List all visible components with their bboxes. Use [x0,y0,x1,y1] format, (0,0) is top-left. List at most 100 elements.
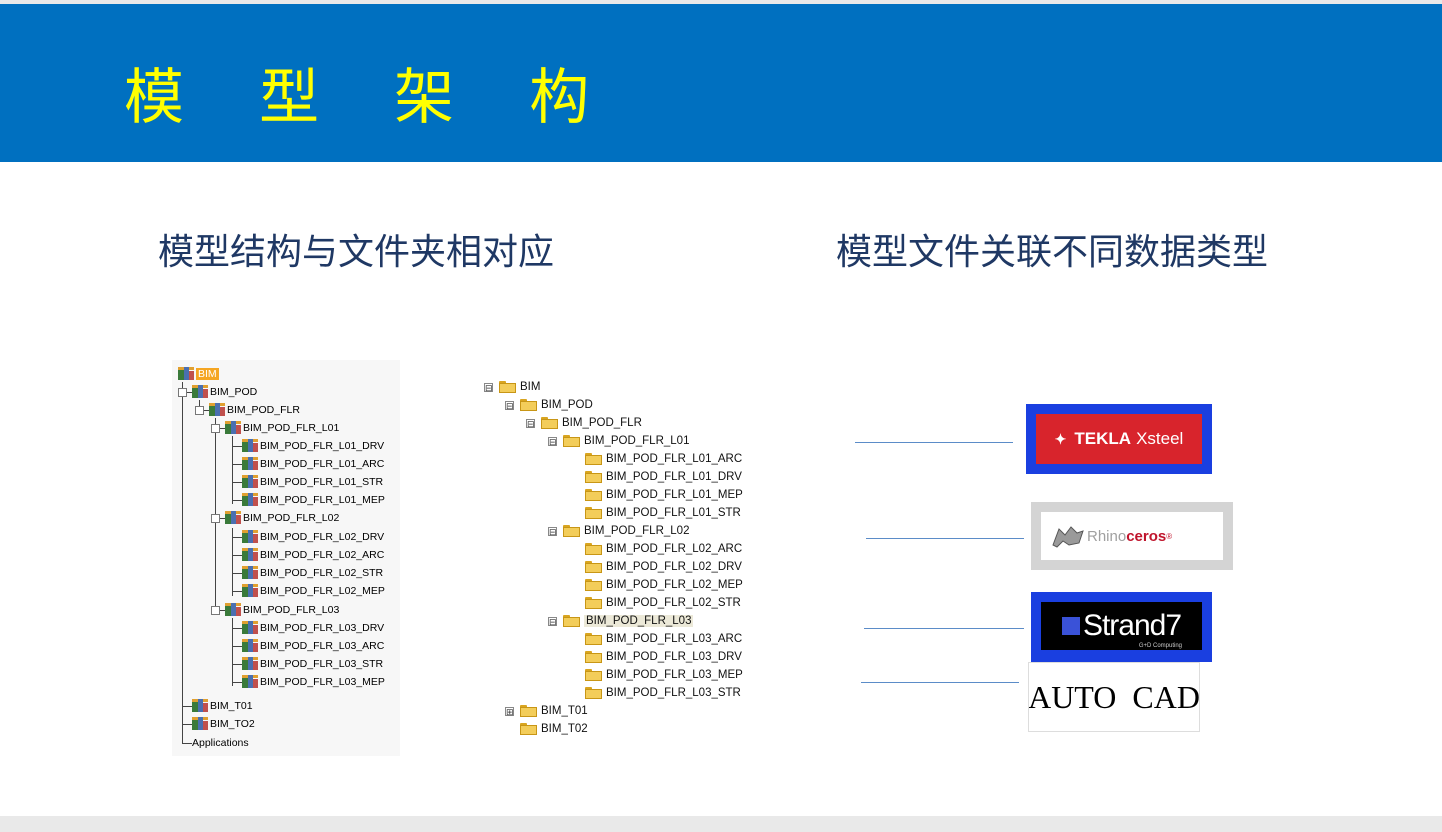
folder-icon [585,489,602,501]
folder-icon [520,705,537,717]
tree-item[interactable]: BIM_POD_FLR_L01 [225,419,339,437]
tree-item-label: BIM_POD_FLR_L03_STR [260,658,384,670]
product-icon [242,657,258,671]
tree-item[interactable]: BIM_TO2 [192,715,255,733]
product-icon [242,475,258,489]
tree-item[interactable]: BIM_POD_FLR_L03_STR [242,655,383,673]
product-icon [242,566,258,580]
tree-item[interactable]: BIM_POD_FLR_L02_MEP [242,582,385,600]
collapse-toggle[interactable]: ⊟ [548,436,557,447]
folder-item[interactable]: BIM_POD_FLR_L02_MEP [585,576,743,594]
folder-item[interactable]: BIM_POD_FLR_L03_ARC [585,630,742,648]
folder-item[interactable]: BIM_POD_FLR_L01_DRV [585,468,742,486]
tree-item[interactable]: BIM_POD_FLR_L03_DRV [242,619,384,637]
folder-item[interactable]: BIM_T02 [520,720,588,738]
folder-item[interactable]: ⊟ BIM [484,378,540,396]
collapse-toggle[interactable] [211,514,220,523]
tree-item-bim-root[interactable]: BIM [178,365,219,383]
tree-item[interactable]: BIM_POD_FLR_L02_ARC [242,546,384,564]
product-icon [225,421,241,435]
tree-item[interactable]: BIM_POD_FLR_L01_STR [242,473,383,491]
folder-icon [585,669,602,681]
folder-item[interactable]: BIM_POD_FLR_L01_MEP [585,486,743,504]
folder-icon [585,597,602,609]
folder-label: BIM_POD_FLR_L01_STR [606,507,741,519]
tree-item-label: BIM_POD_FLR_L02_STR [260,567,384,579]
tree-item-label: BIM_POD_FLR_L01_DRV [260,440,385,452]
collapse-toggle[interactable] [195,406,204,415]
tree-item-label: BIM_POD_FLR_L02_ARC [260,549,385,561]
tree-item[interactable]: BIM_POD_FLR_L03_ARC [242,637,384,655]
tree-item[interactable]: BIM_POD_FLR_L02_DRV [242,528,384,546]
tree-item-label: BIM_POD_FLR_L01_STR [260,476,384,488]
collapse-toggle[interactable]: ⊟ [548,526,557,537]
product-icon [242,639,258,653]
tekla-brand-text: TEKLA [1074,429,1132,448]
folder-label: BIM_POD [541,399,593,411]
tree-item[interactable]: BIM_POD_FLR_L03_MEP [242,673,385,691]
folder-item[interactable]: ⊟ BIM_POD_FLR_L01 [548,432,689,450]
folder-icon [585,687,602,699]
tree-item-label: BIM_POD_FLR_L01_ARC [260,458,385,470]
folder-icon [585,453,602,465]
tree-item[interactable]: BIM_POD [192,383,257,401]
connector-line [855,442,1013,443]
folder-item[interactable]: ⊞ BIM_T01 [505,702,588,720]
tree-item-label: BIM_POD_FLR_L02_MEP [260,585,385,597]
folder-item[interactable]: BIM_POD_FLR_L01_STR [585,504,741,522]
folder-item[interactable]: BIM_POD_FLR_L03_STR [585,684,741,702]
tree-item[interactable]: BIM_POD_FLR_L03 [225,601,339,619]
tree-item[interactable]: BIM_POD_FLR_L02 [225,509,339,527]
product-icon [242,584,258,598]
folder-icon [585,633,602,645]
folder-label: BIM_POD_FLR_L03_ARC [606,633,743,645]
folder-icon [585,651,602,663]
subtitle-left: 模型结构与文件夹相对应 [158,232,555,273]
folder-item[interactable]: BIM_POD_FLR_L03_DRV [585,648,742,666]
tree-item-applications[interactable]: Applications [192,734,249,752]
folder-label: BIM_POD_FLR [562,417,642,429]
autocad-logo: AUTO CAD [1028,662,1200,732]
folder-item-selected[interactable]: ⊟ BIM_POD_FLR_L03 [548,612,694,630]
tree-item-label: BIM_TO2 [210,718,255,730]
collapse-toggle[interactable] [178,388,187,397]
folder-item[interactable]: ⊟ BIM_POD_FLR_L02 [548,522,689,540]
rhino-registered-mark: ® [1166,531,1173,541]
product-icon [192,699,208,713]
folder-item[interactable]: BIM_POD_FLR_L02_ARC [585,540,742,558]
tree-item[interactable]: BIM_POD_FLR_L01_DRV [242,437,384,455]
tree-item[interactable]: BIM_POD_FLR_L01_MEP [242,491,385,509]
rhino-text-a: Rhino [1087,527,1127,545]
folder-item[interactable]: BIM_POD_FLR_L02_DRV [585,558,742,576]
slide: 模 型 架 构 模型结构与文件夹相对应 模型文件关联不同数据类型 BIM BIM… [0,4,1442,816]
folder-item[interactable]: ⊟ BIM_POD_FLR [526,414,642,432]
strand7-logo: Strand7 G+D Computing [1031,592,1212,662]
collapse-toggle[interactable] [211,606,220,615]
expand-toggle[interactable]: ⊞ [505,706,514,717]
folder-label: BIM_POD_FLR_L02 [584,525,690,537]
collapse-toggle[interactable] [211,424,220,433]
product-structure-tree: BIM BIM_POD BIM_POD_FLR BIM_POD_FLR_L01 … [172,360,400,756]
tree-item[interactable]: BIM_POD_FLR [209,401,300,419]
tree-item-label: BIM_POD_FLR_L01 [243,422,340,434]
folder-item[interactable]: BIM_POD_FLR_L03_MEP [585,666,743,684]
folder-icon [585,561,602,573]
product-icon [242,548,258,562]
collapse-toggle[interactable]: ⊟ [484,382,493,393]
tree-item[interactable]: BIM_POD_FLR_L02_STR [242,564,383,582]
folder-item[interactable]: BIM_POD_FLR_L02_STR [585,594,741,612]
collapse-toggle[interactable]: ⊟ [505,400,514,411]
collapse-toggle[interactable]: ⊟ [526,418,535,429]
folder-label: BIM_POD_FLR_L03_DRV [606,651,742,663]
folder-item[interactable]: BIM_POD_FLR_L01_ARC [585,450,742,468]
folder-item[interactable]: ⊟ BIM_POD [505,396,593,414]
tree-item-label: BIM_POD_FLR_L03_MEP [260,676,385,688]
product-icon [225,603,241,617]
collapse-toggle[interactable]: ⊟ [548,616,557,627]
tree-item-label: BIM_POD_FLR_L03_ARC [260,640,385,652]
product-icon [178,367,194,381]
folder-label: BIM_POD_FLR_L03_MEP [606,669,743,681]
tree-item[interactable]: BIM_POD_FLR_L01_ARC [242,455,384,473]
tree-item[interactable]: BIM_T01 [192,697,253,715]
